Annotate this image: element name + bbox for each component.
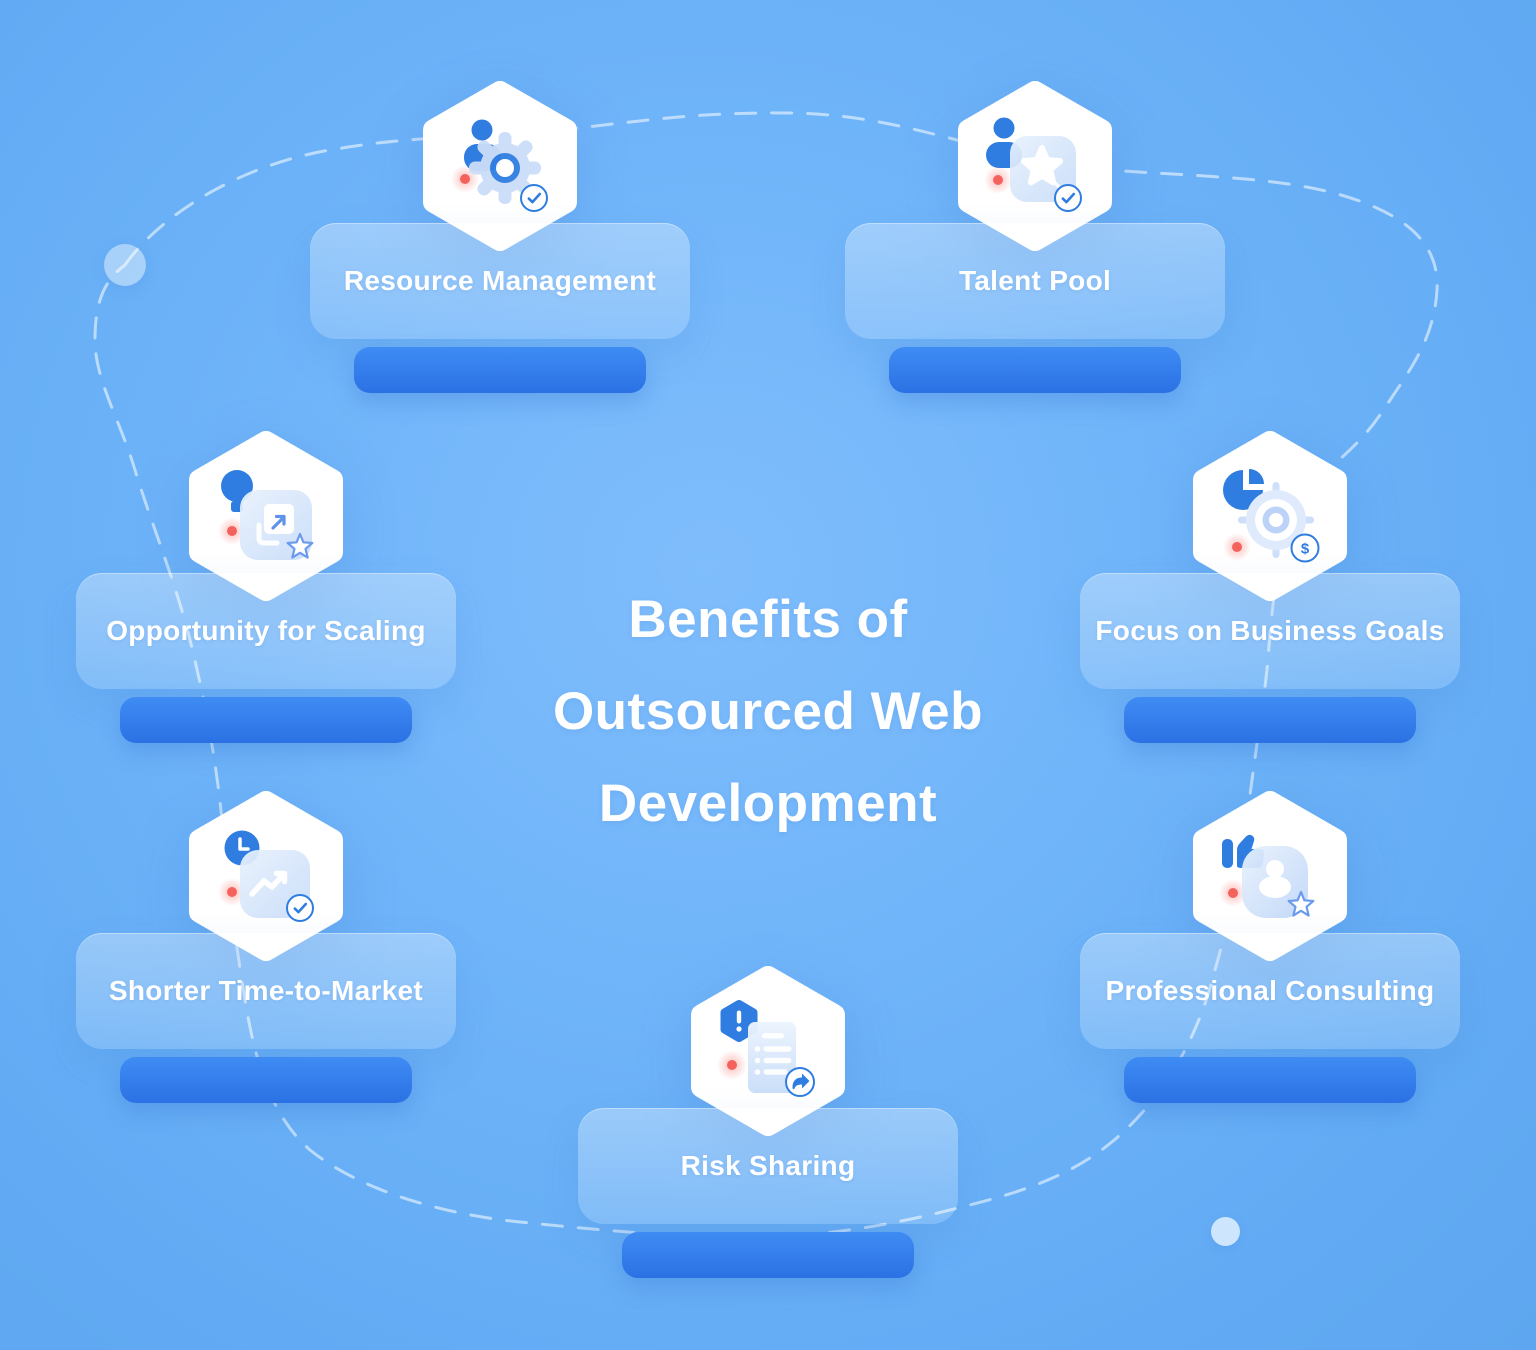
benefit-item-shorter-time-to-market: Shorter Time-to-Market bbox=[76, 788, 456, 1108]
benefit-item-professional-consulting: Professional Consulting bbox=[1080, 788, 1460, 1108]
benefit-label: Opportunity for Scaling bbox=[106, 615, 426, 646]
benefit-label-card: Opportunity for Scaling bbox=[76, 573, 456, 689]
user-magic-star-check-icon bbox=[958, 81, 1112, 251]
benefit-accent-bar bbox=[1124, 697, 1416, 743]
alert-document-share-icon bbox=[691, 966, 845, 1136]
benefit-item-focus-on-business-goals: $ Focus on Business Goals bbox=[1080, 428, 1460, 748]
benefit-accent-bar bbox=[1124, 1057, 1416, 1103]
benefit-item-risk-sharing: Risk Sharing bbox=[578, 963, 958, 1283]
title-line-2: Outsourced Web bbox=[552, 681, 984, 741]
dollar-glyph: $ bbox=[1301, 541, 1310, 558]
title-line-3: Development bbox=[598, 773, 938, 833]
benefit-item-resource-management: Resource Management bbox=[310, 78, 690, 398]
benefit-label: Shorter Time-to-Market bbox=[108, 975, 424, 1006]
decor-bubble-small bbox=[1211, 1217, 1240, 1246]
benefit-label: Risk Sharing bbox=[680, 1150, 856, 1181]
benefit-label-card: Risk Sharing bbox=[578, 1108, 958, 1224]
benefit-label: Resource Management bbox=[343, 265, 657, 296]
benefit-label: Focus on Business Goals bbox=[1095, 615, 1445, 646]
benefit-accent-bar bbox=[622, 1232, 914, 1278]
benefit-item-talent-pool: Talent Pool bbox=[845, 78, 1225, 398]
benefit-label-card: Focus on Business Goals bbox=[1080, 573, 1460, 689]
benefit-accent-bar bbox=[354, 347, 646, 393]
benefit-label-card: Resource Management bbox=[310, 223, 690, 339]
user-gear-check-icon bbox=[423, 81, 577, 251]
benefit-item-opportunity-for-scaling: Opportunity for Scaling bbox=[76, 428, 456, 748]
benefit-accent-bar bbox=[120, 1057, 412, 1103]
benefit-label: Professional Consulting bbox=[1105, 975, 1435, 1006]
bulb-expand-star-icon bbox=[189, 431, 343, 601]
clock-trend-check-icon bbox=[189, 791, 343, 961]
benefit-label-card: Shorter Time-to-Market bbox=[76, 933, 456, 1049]
title-line-1: Benefits of bbox=[628, 589, 908, 649]
benefit-accent-bar bbox=[120, 697, 412, 743]
pie-target-dollar-icon: $ bbox=[1193, 431, 1347, 601]
thumbs-up-person-star-icon bbox=[1193, 791, 1347, 961]
benefit-accent-bar bbox=[889, 347, 1181, 393]
benefit-label: Talent Pool bbox=[958, 265, 1112, 296]
benefit-label-card: Professional Consulting bbox=[1080, 933, 1460, 1049]
benefit-label-card: Talent Pool bbox=[845, 223, 1225, 339]
page-title: Benefits of Outsourced Web Development bbox=[368, 574, 1168, 850]
